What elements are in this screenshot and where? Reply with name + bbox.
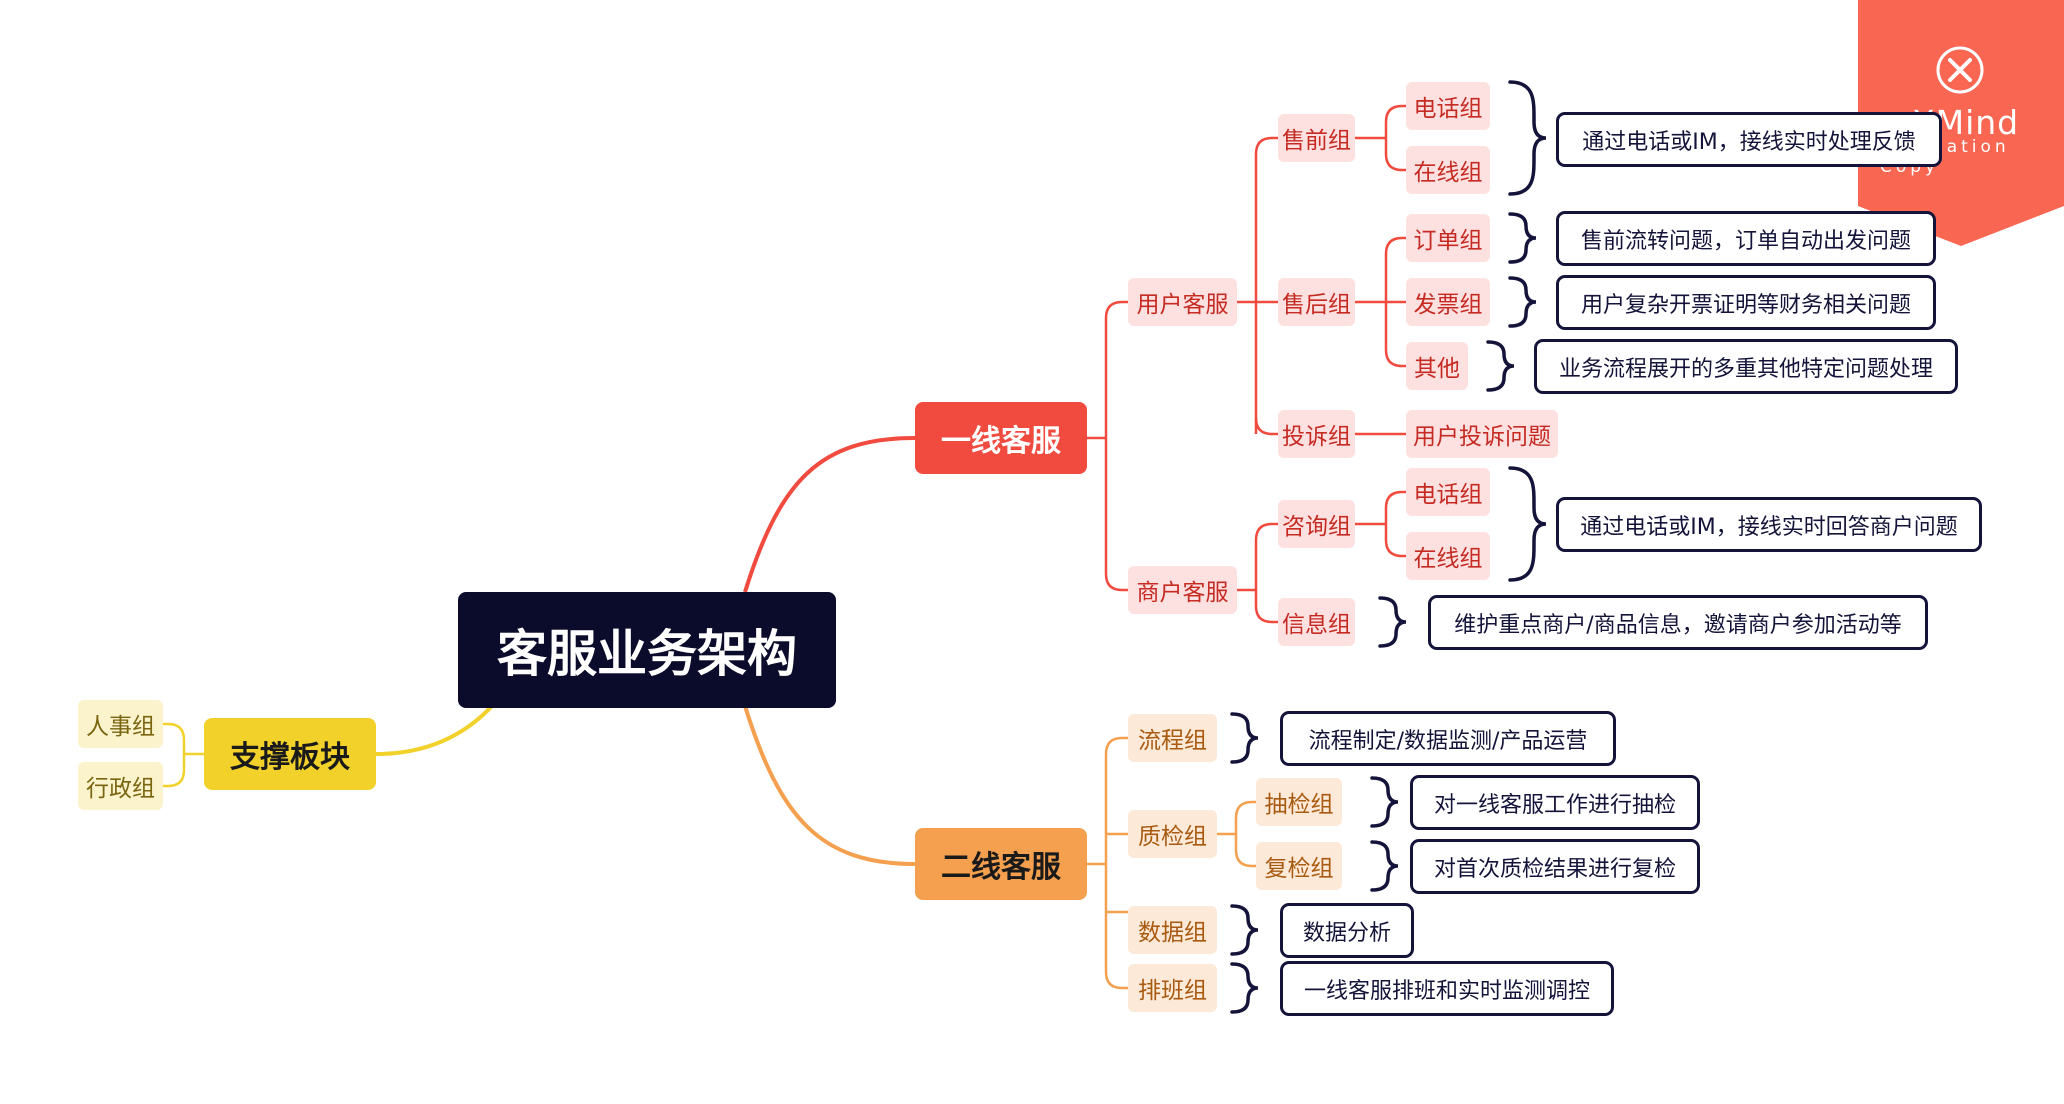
sampling-summary-box[interactable]: 对一线客服工作进行抽检 xyxy=(1410,775,1700,830)
second-line-service-topic[interactable]: 二线客服 xyxy=(915,828,1087,900)
xmind-watermark-ribbon xyxy=(1858,0,2064,246)
support-section-topic[interactable]: 支撑板块 xyxy=(204,718,376,790)
hr-group-topic[interactable]: 人事组 xyxy=(78,700,163,748)
complaint-group-topic[interactable]: 投诉组 xyxy=(1278,410,1355,458)
order-group-topic[interactable]: 订单组 xyxy=(1406,214,1490,262)
pre-sale-phone-group-topic[interactable]: 电话组 xyxy=(1406,82,1490,130)
order-summary-box[interactable]: 售前流转问题，订单自动出发问题 xyxy=(1556,211,1936,266)
recheck-summary-box[interactable]: 对首次质检结果进行复检 xyxy=(1410,839,1700,894)
other-summary-box[interactable]: 业务流程展开的多重其他特定问题处理 xyxy=(1534,339,1958,394)
recheck-group-topic[interactable]: 复检组 xyxy=(1256,842,1342,890)
merchant-service-topic[interactable]: 商户客服 xyxy=(1128,566,1237,614)
sampling-group-topic[interactable]: 抽检组 xyxy=(1256,778,1342,826)
info-group-topic[interactable]: 信息组 xyxy=(1278,598,1355,646)
data-group-topic[interactable]: 数据组 xyxy=(1128,906,1217,954)
info-summary-box[interactable]: 维护重点商户/商品信息，邀请商户参加活动等 xyxy=(1428,595,1928,650)
first-line-service-topic[interactable]: 一线客服 xyxy=(915,402,1087,474)
consult-group-topic[interactable]: 咨询组 xyxy=(1278,500,1355,548)
consult-phone-group-topic[interactable]: 电话组 xyxy=(1406,468,1490,516)
invoice-group-topic[interactable]: 发票组 xyxy=(1406,278,1490,326)
user-service-topic[interactable]: 用户客服 xyxy=(1128,278,1237,326)
data-summary-box[interactable]: 数据分析 xyxy=(1280,903,1414,958)
pre-sale-online-group-topic[interactable]: 在线组 xyxy=(1406,146,1490,194)
complaint-note-topic[interactable]: 用户投诉问题 xyxy=(1406,410,1558,458)
invoice-summary-box[interactable]: 用户复杂开票证明等财务相关问题 xyxy=(1556,275,1936,330)
admin-group-topic[interactable]: 行政组 xyxy=(78,762,163,810)
process-summary-box[interactable]: 流程制定/数据监测/产品运营 xyxy=(1280,711,1616,766)
consult-summary-box[interactable]: 通过电话或IM，接线实时回答商户问题 xyxy=(1556,497,1982,552)
scheduling-summary-box[interactable]: 一线客服排班和实时监测调控 xyxy=(1280,961,1614,1016)
pre-sale-group-topic[interactable]: 售前组 xyxy=(1278,114,1355,162)
process-group-topic[interactable]: 流程组 xyxy=(1128,714,1217,762)
scheduling-group-topic[interactable]: 排班组 xyxy=(1128,964,1217,1012)
pre-sale-summary-box[interactable]: 通过电话或IM，接线实时处理反馈 xyxy=(1556,112,1942,167)
consult-online-group-topic[interactable]: 在线组 xyxy=(1406,532,1490,580)
other-group-topic[interactable]: 其他 xyxy=(1406,342,1468,390)
after-sale-group-topic[interactable]: 售后组 xyxy=(1278,278,1355,326)
root-topic[interactable]: 客服业务架构 xyxy=(458,592,836,708)
quality-check-group-topic[interactable]: 质检组 xyxy=(1128,810,1217,858)
